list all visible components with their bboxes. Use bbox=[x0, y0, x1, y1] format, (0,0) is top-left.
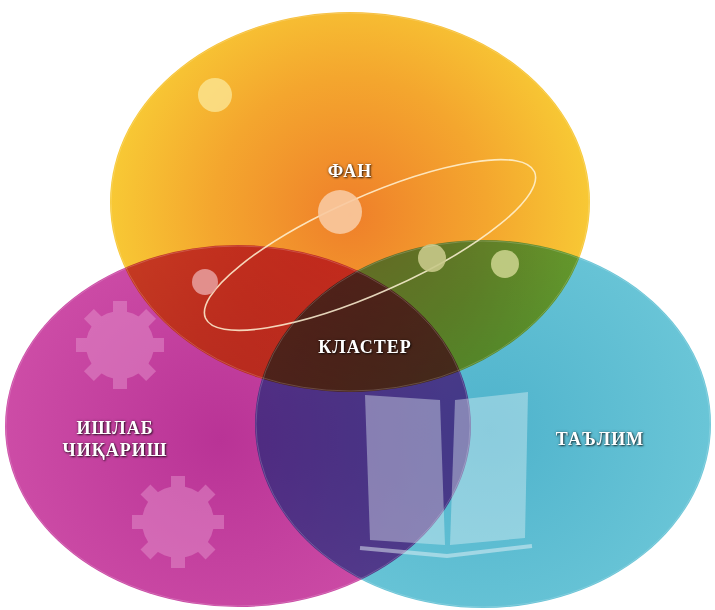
circle-outline bbox=[5, 245, 471, 607]
circle-outline bbox=[110, 12, 590, 392]
atom-symbol bbox=[186, 128, 554, 362]
circle-outline-shape bbox=[6, 246, 470, 606]
decor-dot bbox=[198, 78, 232, 112]
atom-electron bbox=[491, 250, 519, 278]
atom-electron bbox=[418, 244, 446, 272]
education-circle: ТАЪЛИМ bbox=[255, 240, 711, 608]
science-circle: ФАН bbox=[110, 12, 590, 392]
venn-fills bbox=[5, 12, 711, 608]
book-page bbox=[365, 395, 445, 545]
circle-outline-shape bbox=[256, 241, 710, 607]
atom-electron bbox=[192, 269, 218, 295]
education-circle-fill bbox=[255, 240, 711, 608]
gear bbox=[76, 301, 164, 389]
production-circle: ИШЛАБ ЧИҚАРИШ bbox=[5, 245, 471, 607]
atom-orbit bbox=[186, 128, 554, 362]
center-label: КЛАСТЕР bbox=[318, 337, 412, 359]
circle-outline-shape bbox=[111, 13, 589, 391]
book-page bbox=[450, 392, 528, 545]
circle-title: ИШЛАБ ЧИҚАРИШ bbox=[50, 418, 180, 461]
book-cover bbox=[360, 546, 532, 556]
gear bbox=[132, 476, 224, 568]
circle-outline bbox=[255, 240, 711, 608]
circle-title: ФАН bbox=[328, 161, 372, 183]
circle-title: ТАЪЛИМ bbox=[556, 429, 644, 451]
atom-nucleus bbox=[318, 190, 362, 234]
book-symbol bbox=[360, 392, 532, 556]
